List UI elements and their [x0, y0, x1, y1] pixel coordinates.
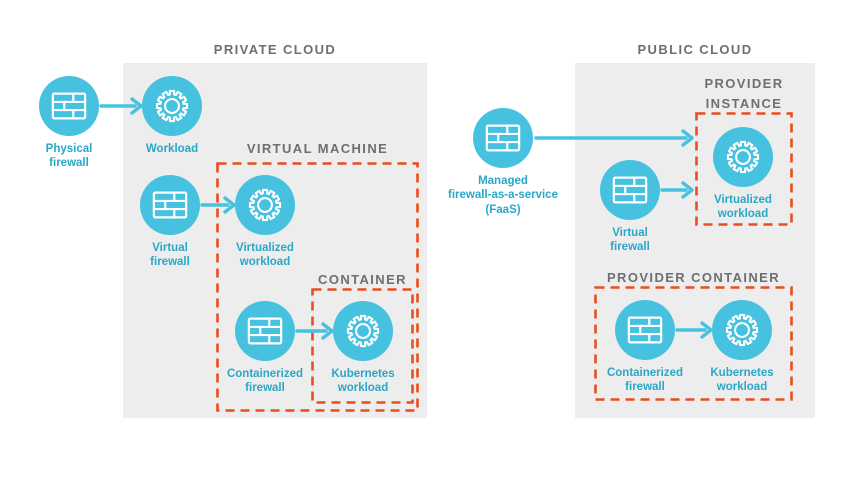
node-kubernetes-workload-public: Kubernetes workload — [687, 300, 797, 395]
provider-instance-title: PROVIDER INSTANCE — [704, 76, 784, 111]
workload-gear-icon — [155, 89, 189, 123]
container-title: CONTAINER — [318, 272, 407, 287]
firewall-brick-icon — [627, 316, 663, 344]
private-cloud-title: PRIVATE CLOUD — [213, 42, 337, 57]
node-containerized-firewall-private: Containerized firewall — [210, 301, 320, 396]
node-managed-faas: Managed firewall-as-a-service (FaaS) — [418, 108, 588, 217]
node-label: Workload — [145, 143, 199, 155]
node-label: Containerized firewall — [606, 367, 684, 394]
firewall-brick-icon — [247, 317, 283, 345]
node-label: Virtualized workload — [236, 242, 294, 269]
node-workload: Workload — [117, 76, 227, 156]
firewall-brick-icon — [152, 191, 188, 219]
node-virtualized-workload-public: Virtualized workload — [688, 127, 798, 222]
node-label: Virtualized workload — [714, 194, 772, 221]
node-virtualized-workload-private: Virtualized workload — [210, 175, 320, 270]
virtual-machine-title: VIRTUAL MACHINE — [246, 141, 389, 156]
node-virtual-firewall-public: Virtual firewall — [575, 160, 685, 255]
node-label: Virtual firewall — [150, 242, 190, 269]
node-label: Physical firewall — [45, 143, 93, 170]
node-physical-firewall: Physical firewall — [14, 76, 124, 171]
node-label: Virtual firewall — [610, 227, 650, 254]
node-containerized-firewall-public: Containerized firewall — [590, 300, 700, 395]
firewall-brick-icon — [51, 92, 87, 120]
firewall-brick-icon — [485, 124, 521, 152]
node-label: Managed firewall-as-a-service (FaaS) — [448, 175, 558, 216]
provider-container-title: PROVIDER CONTAINER — [606, 270, 781, 285]
node-label: Kubernetes workload — [710, 367, 774, 394]
workload-gear-icon — [726, 140, 760, 174]
workload-gear-icon — [346, 314, 380, 348]
workload-gear-icon — [248, 188, 282, 222]
workload-gear-icon — [725, 313, 759, 347]
public-cloud-title: PUBLIC CLOUD — [637, 42, 753, 57]
firewall-brick-icon — [612, 176, 648, 204]
node-label: Containerized firewall — [226, 368, 304, 395]
node-kubernetes-workload-private: Kubernetes workload — [308, 301, 418, 396]
node-label: Kubernetes workload — [331, 368, 395, 395]
node-virtual-firewall-private: Virtual firewall — [115, 175, 225, 270]
